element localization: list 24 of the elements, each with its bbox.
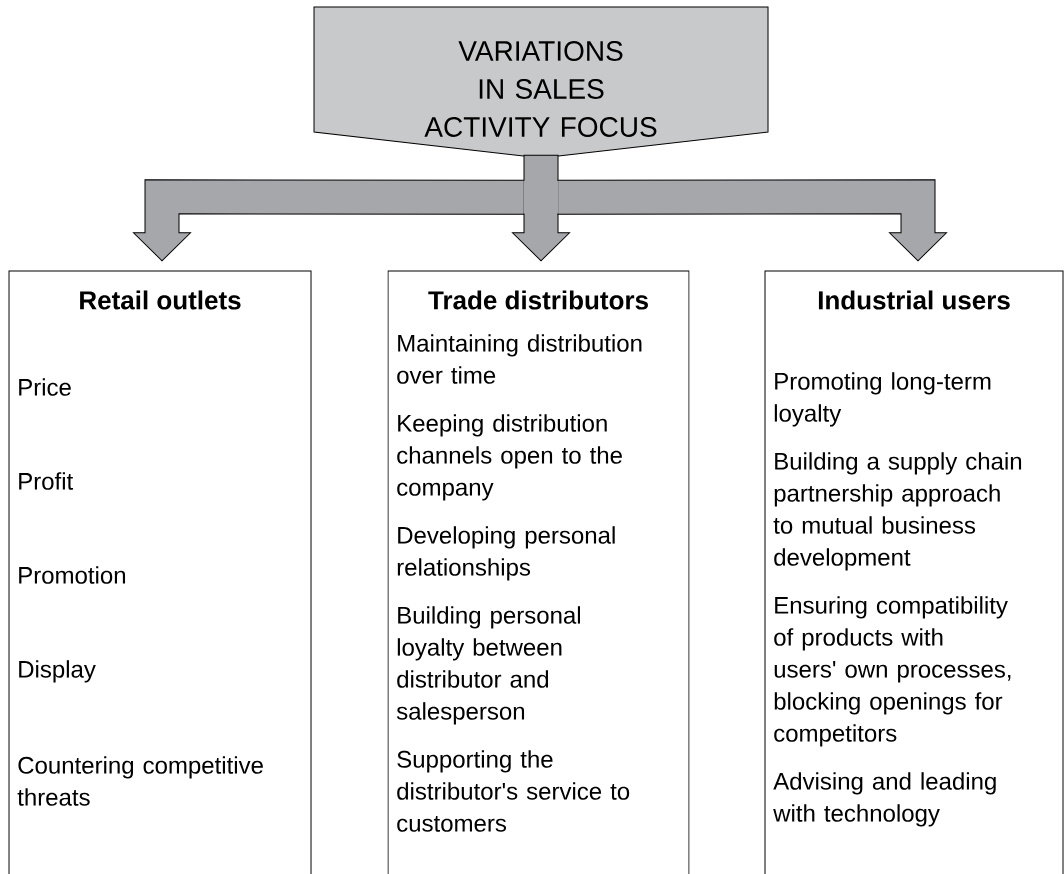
list-item: Display [19,660,96,683]
list-item: Keeping distribution channels open to the company [397,414,622,501]
list-item: Price [19,378,71,396]
arrow-junction [523,180,559,214]
column-box [764,270,1064,874]
list-item: Countering competitive threats [17,756,263,806]
list-item: Ensuring compatibility of products with users' own processes, blocking openings for competitors [774,596,1011,747]
arrow [133,179,525,262]
column-box [387,270,690,874]
list-item: Building a supply chain partnership approach to mutual business development [773,452,1022,571]
column-heading: Industrial users [818,290,1010,310]
list-item: Advising and leading with technology [773,772,996,827]
list-item: Supporting the distributor's service to customers [397,750,630,832]
list-item: Building personal loyalty between distributor and salesperson [396,606,580,725]
list-item: Developing personal relationships [397,526,615,581]
column-heading: Retail outlets [80,290,241,310]
list-item: Maintaining distribution over time [397,334,642,384]
list-item: Profit [19,472,74,490]
column-heading: Trade distributors [428,290,648,310]
arrow [557,179,947,262]
heading-box: VARIATIONS IN SALES ACTIVITY FOCUS [313,6,769,159]
list-item: Promoting long-term loyalty [774,372,991,427]
column-box [8,270,312,874]
list-item: Promotion [19,566,126,584]
